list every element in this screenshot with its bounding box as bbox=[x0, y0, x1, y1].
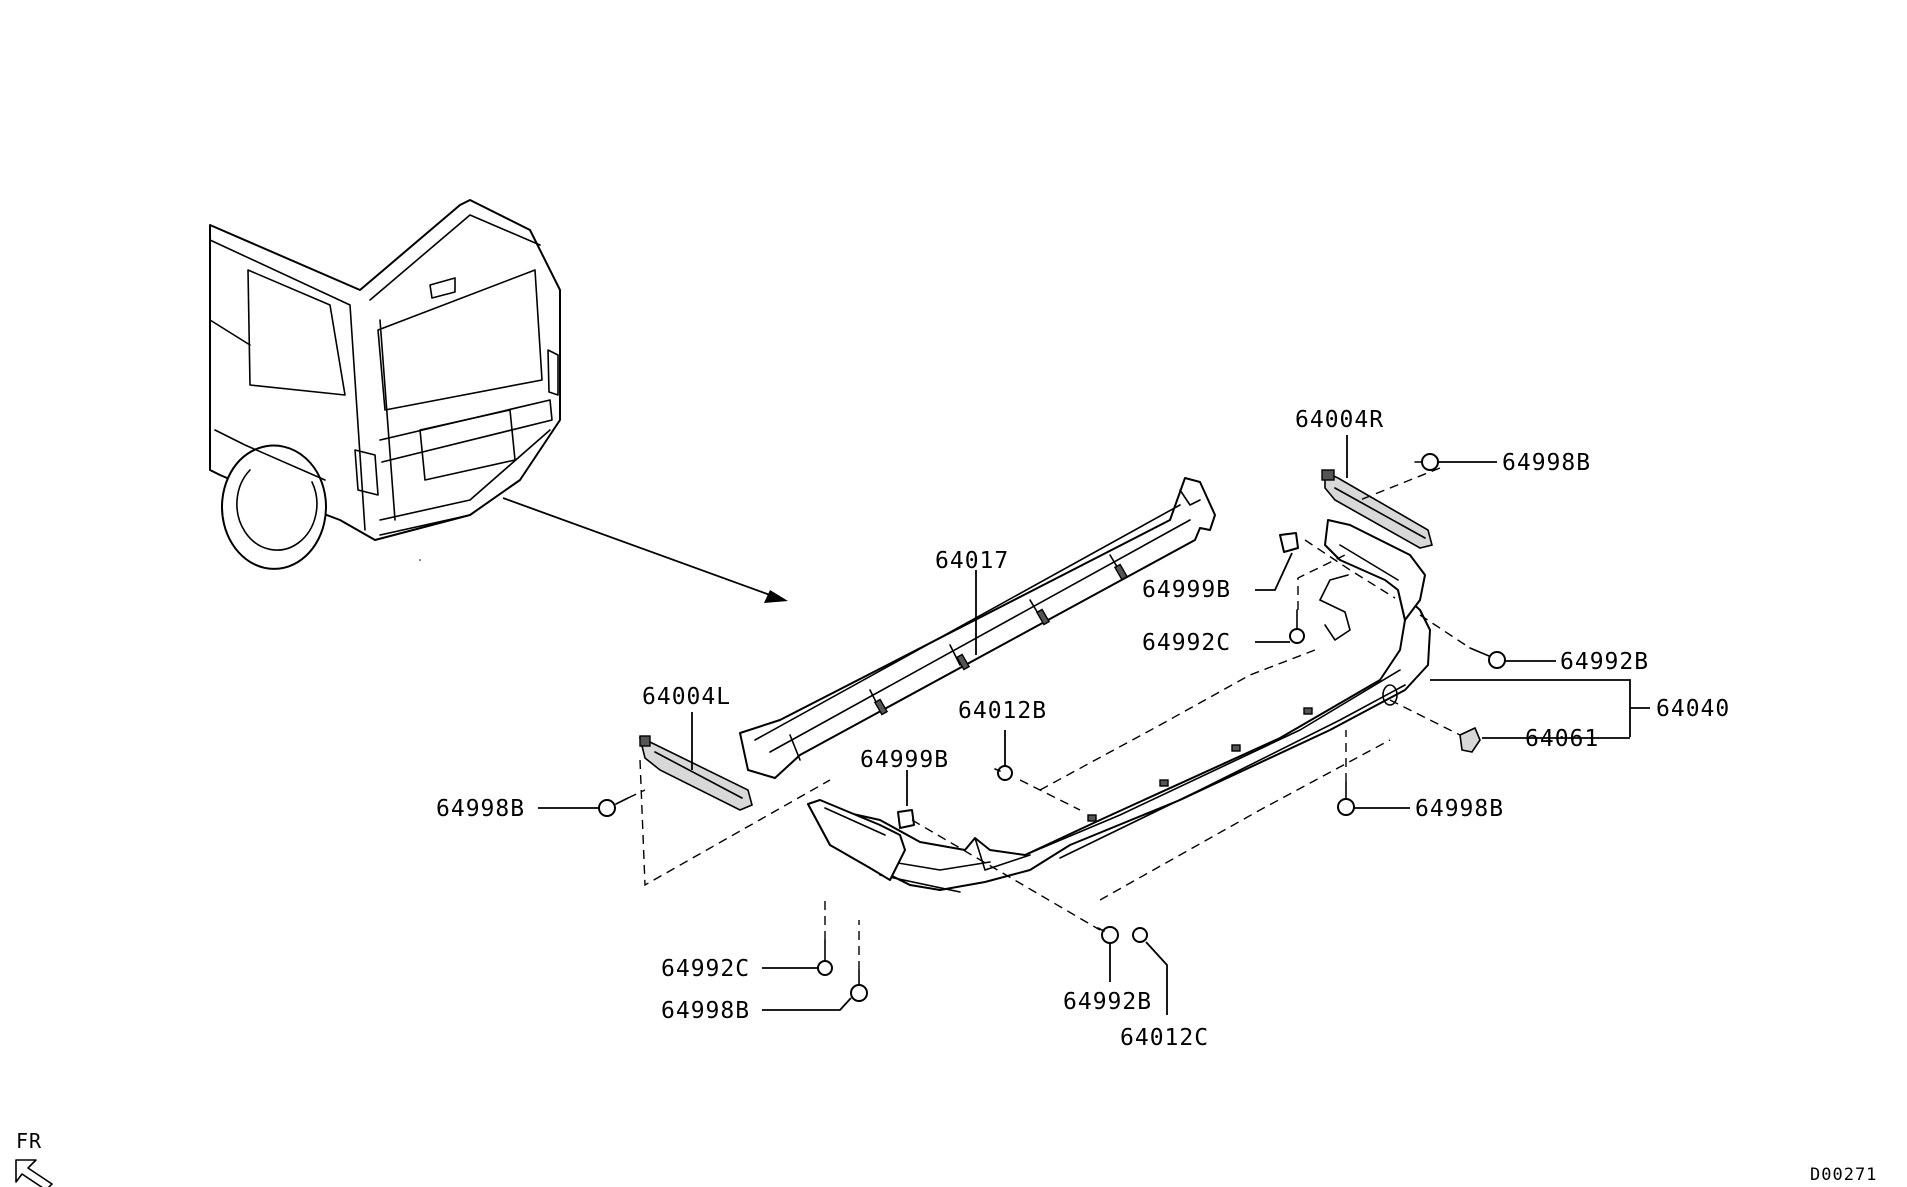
direction-label: FR bbox=[16, 1129, 42, 1153]
bumper-reinforcement-64017 bbox=[739, 477, 1216, 779]
clip-64012B bbox=[994, 765, 1013, 781]
screw-64992B-bottom bbox=[1097, 926, 1119, 944]
tow-hook-cover-64061 bbox=[1459, 726, 1481, 753]
bolt-64998B-right bbox=[1337, 781, 1355, 816]
label-64012B: 64012B bbox=[958, 698, 1047, 724]
screw-64992C-right bbox=[1289, 609, 1305, 644]
bolt-64998B-bottom bbox=[850, 969, 868, 1002]
front-direction-indicator: FR bbox=[15, 1129, 53, 1187]
label-64998B-bottom: 64998B bbox=[661, 998, 750, 1024]
bolt-64998B-top-right bbox=[1414, 453, 1439, 471]
label-64998B-top-right: 64998B bbox=[1502, 450, 1591, 476]
assembly-dash-lines bbox=[627, 467, 1471, 970]
fasteners bbox=[598, 453, 1506, 1002]
rear-bumper-cover-64040 bbox=[807, 519, 1431, 893]
label-64004L: 64004L bbox=[642, 684, 731, 710]
pointer-arrow bbox=[502, 497, 788, 603]
clip-64999B-center bbox=[897, 809, 915, 829]
label-64012C: 64012C bbox=[1120, 1025, 1209, 1051]
diagram-code: D00271 bbox=[1810, 1165, 1877, 1185]
clip-64999B-right bbox=[1279, 532, 1299, 553]
label-64998B-right: 64998B bbox=[1415, 796, 1504, 822]
label-64999B-right: 64999B bbox=[1142, 577, 1231, 603]
screw-64992B-right bbox=[1469, 647, 1506, 669]
bracket-right-64004R bbox=[1321, 469, 1433, 549]
label-64992C-right: 64992C bbox=[1142, 630, 1231, 656]
vehicle-rear-illustration bbox=[209, 199, 561, 570]
bracket-left-64004L bbox=[638, 735, 753, 811]
label-64992B-bottom: 64992B bbox=[1063, 989, 1152, 1015]
clip-64012C bbox=[1132, 927, 1148, 943]
screw-64992C-bottom bbox=[817, 939, 833, 976]
label-64004R: 64004R bbox=[1295, 407, 1384, 433]
leader-lines bbox=[538, 435, 1650, 1015]
label-64040: 64040 bbox=[1656, 696, 1730, 722]
label-64998B-left: 64998B bbox=[436, 796, 525, 822]
bolt-64998B-left bbox=[598, 797, 629, 817]
label-64992C-bottom: 64992C bbox=[661, 956, 750, 982]
callout-labels: 64004R 64998B 64017 64999B 64992C 64992B… bbox=[436, 407, 1730, 1051]
label-64992B-right: 64992B bbox=[1560, 649, 1649, 675]
label-64999B-center: 64999B bbox=[860, 747, 949, 773]
label-64061: 64061 bbox=[1525, 726, 1599, 752]
front-arrow-icon bbox=[15, 1159, 53, 1187]
label-64017: 64017 bbox=[935, 548, 1009, 574]
